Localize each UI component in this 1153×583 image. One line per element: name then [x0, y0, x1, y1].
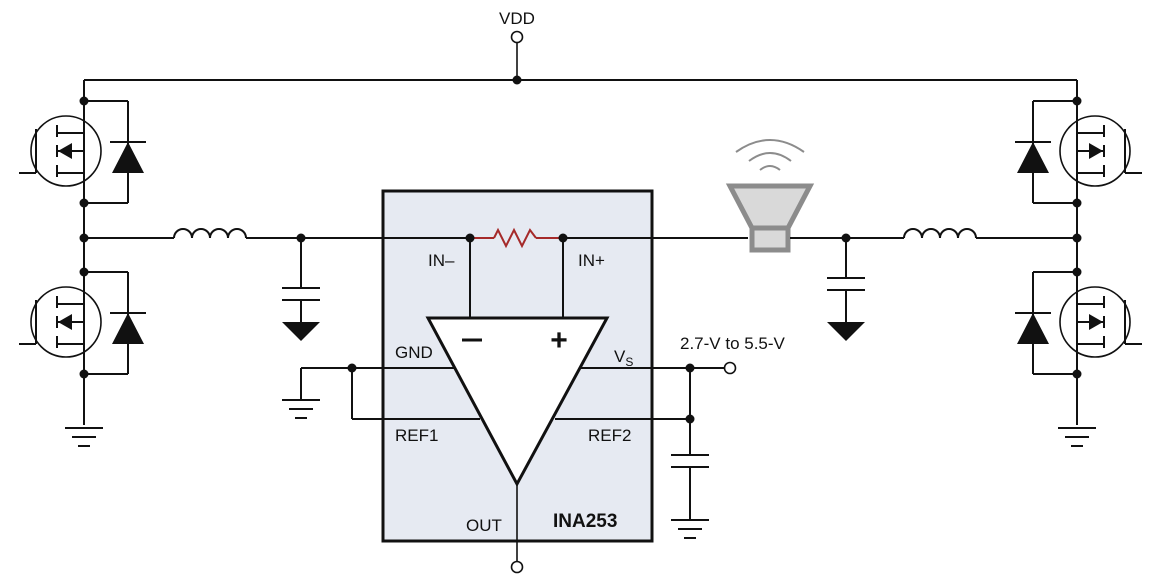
- pin-label-gnd: GND: [395, 343, 433, 362]
- out-terminal: [510, 560, 524, 574]
- vs-terminal: [723, 361, 737, 375]
- vdd-terminal: [510, 30, 524, 44]
- capacitor-c2-icon: [826, 277, 866, 291]
- part-number-label: INA253: [553, 511, 617, 532]
- plus-sign: +: [550, 324, 568, 357]
- capacitor-c3-icon: [670, 454, 710, 468]
- shunt-resistor-icon: [493, 227, 537, 249]
- inductor-l1-icon: [173, 228, 247, 239]
- pin-label-vs: VS: [614, 347, 633, 369]
- pin-label-in-plus: IN+: [578, 251, 605, 270]
- pin-label-ref2: REF2: [588, 426, 631, 445]
- mosfet-q3-icon: [1015, 97, 1142, 208]
- pin-label-out: OUT: [466, 516, 502, 535]
- ground-icon: [282, 322, 320, 341]
- speaker-icon: [725, 139, 815, 253]
- ground-icon: [281, 399, 321, 419]
- capacitor-c1-icon: [281, 287, 321, 301]
- inductor-l2-icon: [903, 228, 977, 239]
- amplifier-icon: [425, 316, 610, 488]
- vs-range-label: 2.7-V to 5.5-V: [680, 334, 786, 353]
- ground-icon: [1057, 427, 1097, 447]
- ground-icon: [670, 519, 710, 539]
- ground-icon: [64, 427, 104, 447]
- ground-icon: [827, 322, 865, 341]
- vdd-label: VDD: [499, 9, 535, 28]
- pin-label-ref1: REF1: [395, 426, 438, 445]
- pin-label-in-minus: IN–: [428, 251, 455, 270]
- mosfet-q4-icon: [1015, 268, 1142, 379]
- mosfet-q1-icon: [18, 95, 147, 209]
- mosfet-q2-icon: [18, 266, 147, 380]
